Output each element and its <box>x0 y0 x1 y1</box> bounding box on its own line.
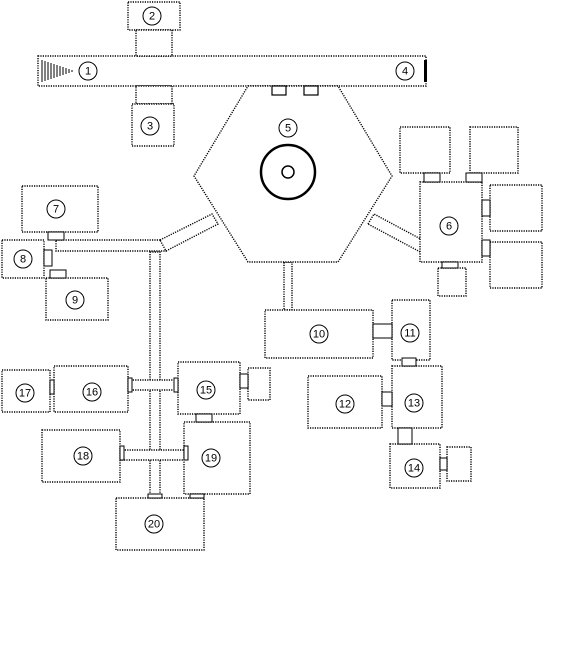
room-label-9: 9 <box>72 295 78 307</box>
room-label-circle-3 <box>140 116 160 136</box>
room-label-circle-16 <box>82 382 102 402</box>
room-label-circle-10 <box>309 324 329 344</box>
door-6-ne <box>465 172 483 183</box>
room-label-1: 1 <box>85 66 91 78</box>
door-9 <box>49 269 67 279</box>
room-6-s-cell <box>437 267 467 297</box>
room-label-3: 3 <box>147 121 153 133</box>
room-6-nw-cell <box>399 126 451 174</box>
door-6-se <box>481 239 491 257</box>
room-15-side-cell <box>247 367 271 401</box>
room-label-circle-18 <box>73 446 93 466</box>
door-18 <box>119 445 125 461</box>
room-label-16: 16 <box>86 387 98 399</box>
room-label-circle-7 <box>46 199 66 219</box>
room-label-circle-11 <box>400 323 420 343</box>
door-15-side <box>239 373 249 389</box>
room-label-circle-5 <box>278 118 298 138</box>
door-8 <box>43 249 53 267</box>
room-label-20: 20 <box>148 519 160 531</box>
corridor-5-to-10 <box>283 261 293 311</box>
door-19-20 <box>189 493 205 499</box>
door-15-west <box>173 377 179 393</box>
room-6-se-cell <box>489 241 543 289</box>
pillar-5-left <box>271 85 287 96</box>
room-label-7: 7 <box>53 204 59 216</box>
room-label-circle-12 <box>335 394 355 414</box>
room-label-circle-20 <box>144 514 164 534</box>
door-20 <box>147 493 163 499</box>
room-label-13: 13 <box>408 398 420 410</box>
room-label-circle-19 <box>201 448 221 468</box>
room-3-passage <box>135 85 173 105</box>
room-label-8: 8 <box>20 254 26 266</box>
room-label-17: 17 <box>19 388 31 400</box>
door-14-side <box>439 457 448 471</box>
corridor-diagonal-west <box>159 213 219 252</box>
room-label-6: 6 <box>446 221 452 233</box>
door-6-e <box>481 199 491 217</box>
room-label-18: 18 <box>77 451 89 463</box>
door-19-west <box>183 445 189 461</box>
room-label-5: 5 <box>285 123 291 135</box>
door-13-14 <box>397 427 413 445</box>
room-label-2: 2 <box>149 11 155 23</box>
room-label-circle-1 <box>78 61 98 81</box>
corridor-west-spine <box>149 251 161 499</box>
well-icon <box>259 143 317 201</box>
door-7 <box>47 231 65 241</box>
corridor-18-19 <box>119 449 187 461</box>
room-label-circle-17 <box>15 383 35 403</box>
door-15-19 <box>195 413 213 423</box>
door-16-17 <box>49 379 55 395</box>
room-label-19: 19 <box>205 453 217 465</box>
room-label-circle-4 <box>395 61 415 81</box>
room-label-11: 11 <box>404 328 415 340</box>
room-label-circle-15 <box>196 380 216 400</box>
door-east-hall <box>424 60 427 82</box>
room-label-circle-2 <box>142 6 162 26</box>
room-label-15: 15 <box>200 385 212 397</box>
door-11-13 <box>401 357 417 367</box>
room-label-circle-14 <box>404 458 424 478</box>
door-16 <box>127 377 133 393</box>
door-6-s <box>441 261 459 269</box>
room-6-e-cell <box>489 184 543 232</box>
room-label-12: 12 <box>339 399 351 411</box>
corridor-north-hall <box>37 55 427 87</box>
pillar-5-right <box>303 85 319 96</box>
room-label-circle-13 <box>404 393 424 413</box>
room-label-4: 4 <box>402 66 408 78</box>
corridor-west-branch <box>55 239 167 252</box>
room-6-ne-cell <box>469 126 519 174</box>
door-6-nw <box>423 172 441 183</box>
room-label-14: 14 <box>408 463 420 475</box>
room-label-circle-6 <box>439 216 459 236</box>
door-10-11 <box>372 323 393 339</box>
room-label-circle-9 <box>65 290 85 310</box>
room-label-circle-8 <box>13 249 33 269</box>
room-2-passage <box>135 29 173 57</box>
stairs-room-1 <box>41 60 427 82</box>
room-label-10: 10 <box>313 329 325 341</box>
room-14-side-cell <box>446 446 472 482</box>
corridor-16-15 <box>127 379 181 391</box>
room-14 <box>389 443 441 489</box>
well-center-icon <box>281 165 295 179</box>
corridors <box>37 55 431 499</box>
door-12-13 <box>381 391 393 407</box>
